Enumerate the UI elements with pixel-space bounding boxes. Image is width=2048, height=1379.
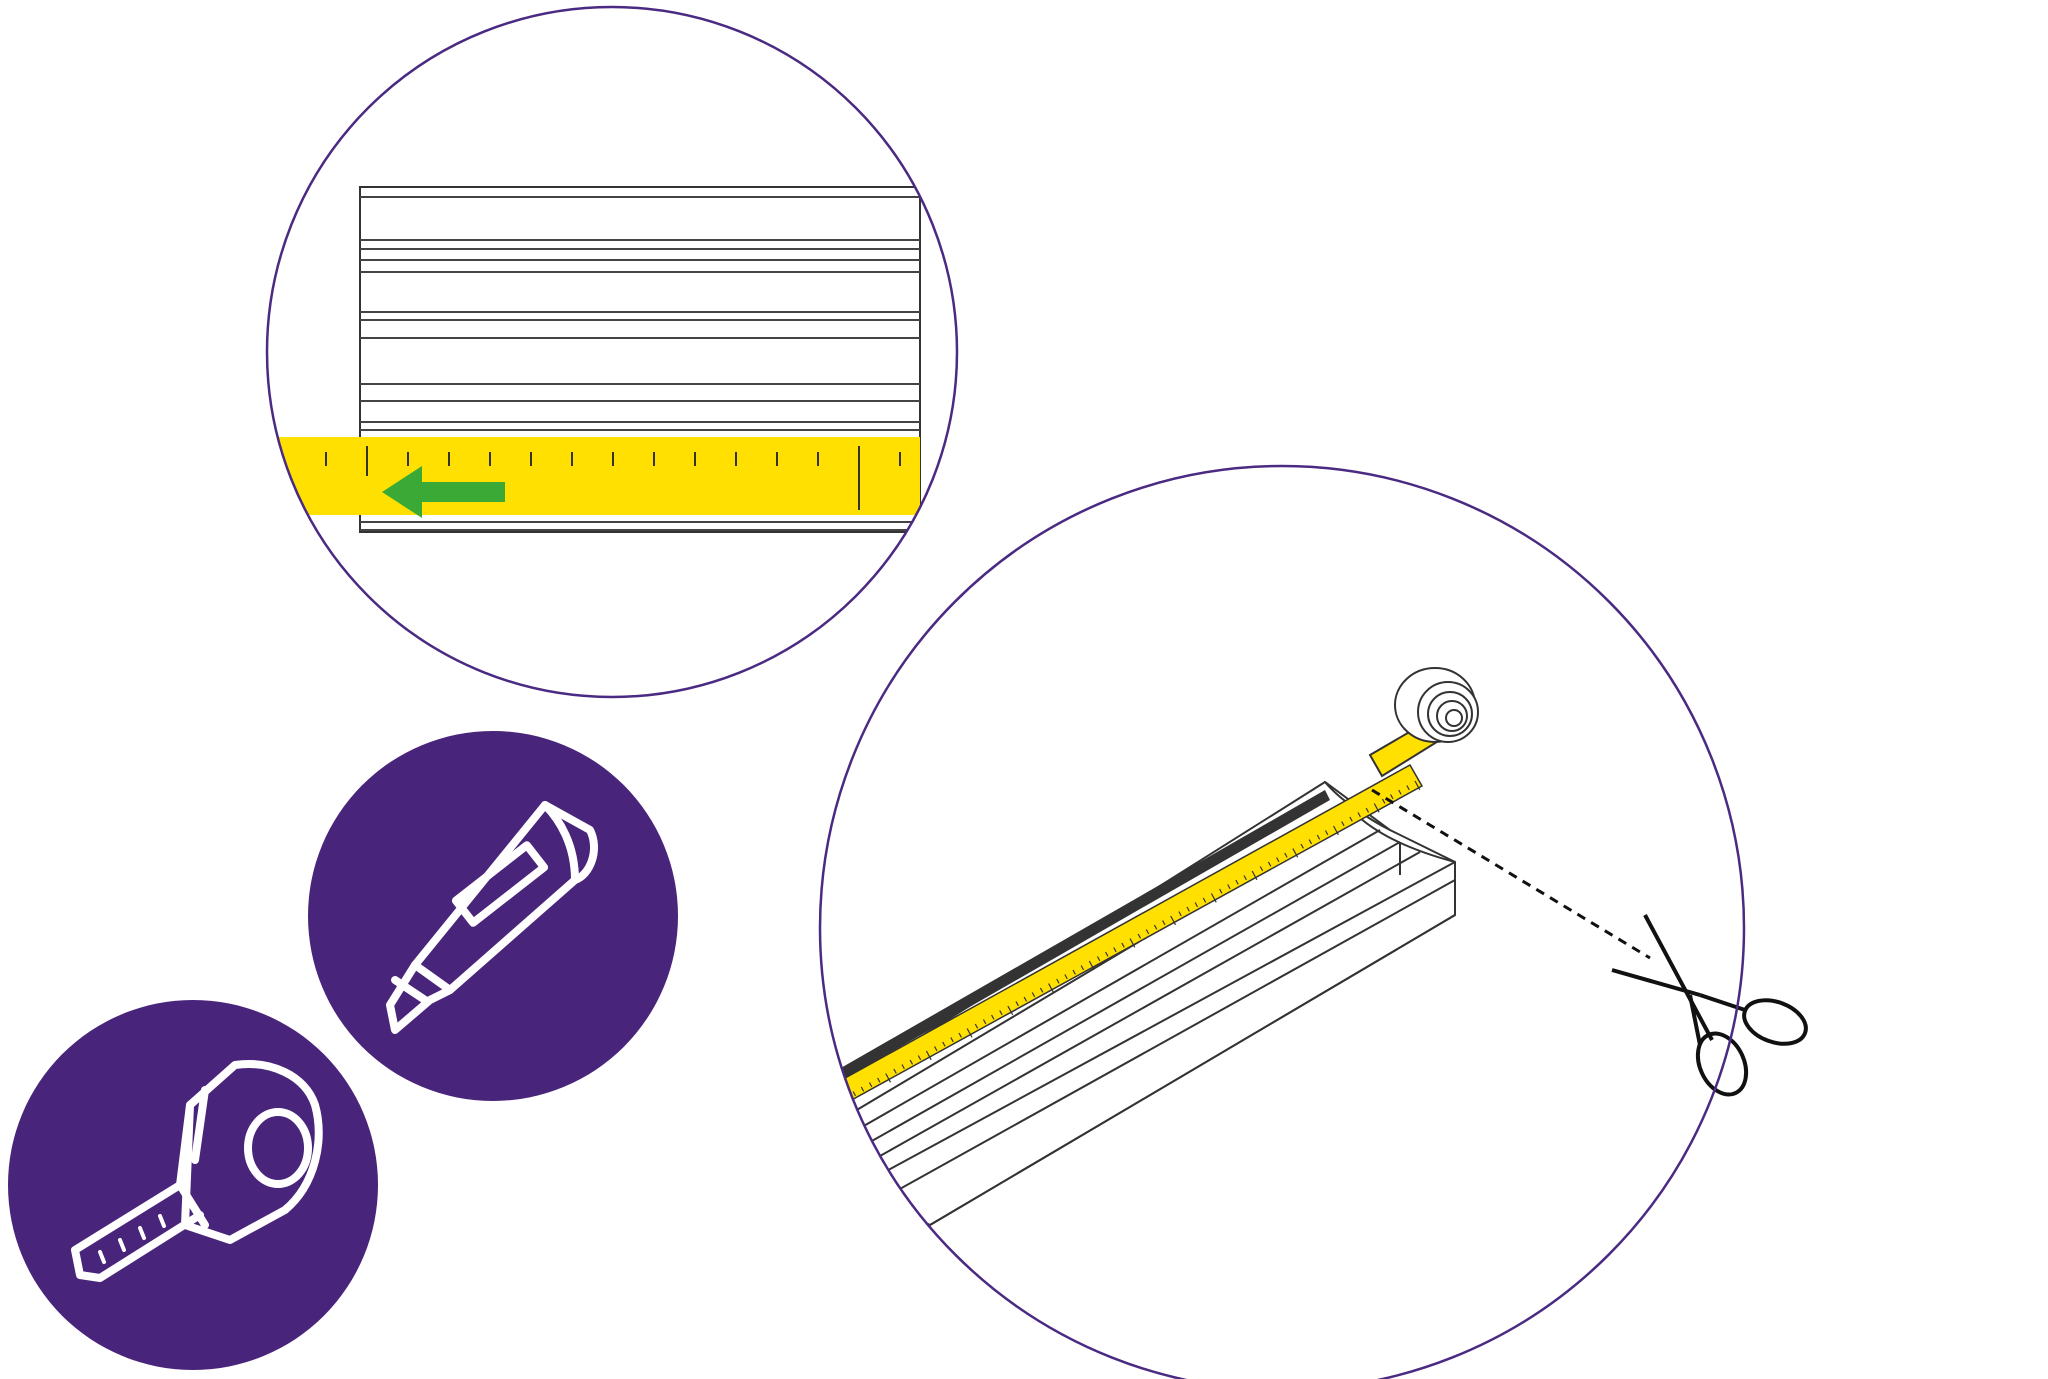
cut-line-dashed <box>1371 788 1651 960</box>
cut-detail-panel <box>818 464 1808 1379</box>
tape-tick <box>1105 951 1109 957</box>
top-detail-panel <box>265 5 959 699</box>
tape-tick <box>1316 834 1321 840</box>
tape-tick <box>1251 870 1258 881</box>
tape-tick <box>991 1014 995 1020</box>
tape-tick <box>1210 893 1217 903</box>
tape-tick <box>1300 843 1304 849</box>
tape-roll-icon <box>1368 667 1479 778</box>
tape-tick <box>1381 798 1386 804</box>
tape-tick <box>1365 807 1370 813</box>
tape-tick <box>1031 992 1036 998</box>
measuring-tape-strip <box>270 437 920 515</box>
tape-tick <box>1186 906 1190 912</box>
tape-tick <box>1048 983 1054 993</box>
tape-tick <box>1096 956 1101 962</box>
tape-tick <box>1235 879 1239 885</box>
tape-tick <box>1194 902 1199 908</box>
tape-tick <box>1227 884 1231 890</box>
tape-tick <box>1039 987 1044 993</box>
tape-tick <box>982 1019 987 1025</box>
profile-rail-perspective <box>820 780 1456 1227</box>
profile-rail-front <box>270 186 921 533</box>
tape-tick <box>1390 794 1394 800</box>
tape-tick <box>1080 965 1085 971</box>
tape-tick <box>909 1059 914 1065</box>
tape-tick <box>1137 933 1142 939</box>
tape-tick <box>1219 888 1223 894</box>
tape-tick <box>1414 780 1421 791</box>
tape-tick <box>860 1086 865 1092</box>
tape-tick <box>1243 875 1247 881</box>
tape-tick <box>1341 821 1345 827</box>
tape-tick <box>974 1023 979 1029</box>
tape-tick <box>1088 960 1095 971</box>
tape-tick <box>925 1050 932 1061</box>
tape-tick <box>1113 947 1117 953</box>
top-detail-circle-outline <box>265 5 959 699</box>
tape-tick <box>1007 1005 1014 1016</box>
tape-tick <box>901 1064 905 1070</box>
tape-tick <box>852 1091 857 1097</box>
tape-tick <box>844 1095 851 1106</box>
scissors-icon <box>1611 914 1808 1097</box>
cut-detail-circle-outline <box>818 464 1746 1379</box>
tape-tick <box>1349 816 1353 822</box>
tape-tick <box>950 1037 954 1043</box>
tape-tick <box>966 1028 973 1038</box>
tape-tick <box>942 1041 946 1047</box>
tape-tick <box>917 1055 922 1061</box>
utility-knife-icon <box>386 801 598 1034</box>
tape-tick <box>1292 848 1299 858</box>
tape-tick <box>885 1073 892 1083</box>
tape-tick <box>958 1032 962 1038</box>
tape-tick <box>1023 996 1028 1002</box>
tape-tick <box>1308 839 1313 845</box>
tape-tick <box>1015 1001 1019 1007</box>
tape-tick <box>1398 789 1402 795</box>
tape-tick <box>999 1010 1003 1016</box>
tape-tick <box>1178 911 1182 917</box>
tape-tick <box>1064 974 1068 980</box>
tape-measure-icon <box>71 1060 323 1282</box>
tape-tick <box>868 1082 873 1088</box>
tape-tick <box>1267 861 1272 867</box>
tape-tick <box>1202 897 1207 903</box>
tape-tick <box>1357 812 1361 818</box>
tape-tick <box>1129 938 1136 948</box>
tape-tick <box>1153 924 1158 930</box>
utility-knife-badge <box>308 731 678 1101</box>
tape-tick <box>1333 825 1339 836</box>
tape-tick <box>1259 866 1264 872</box>
tape-tick <box>1072 969 1076 975</box>
tape-tick <box>1373 803 1380 813</box>
tape-tick <box>1324 830 1329 836</box>
arrow-left-icon <box>382 466 505 518</box>
tape-tick <box>1056 978 1060 984</box>
tape-tick <box>1145 929 1150 935</box>
tape-measure-badge <box>8 1000 378 1370</box>
tape-tick <box>1406 785 1410 791</box>
tape-tick <box>1162 920 1166 926</box>
tape-tick <box>893 1068 897 1074</box>
tape-tick <box>1284 852 1288 858</box>
tape-tick <box>1276 857 1280 863</box>
tape-tick <box>1170 915 1177 926</box>
tape-tick <box>877 1077 881 1083</box>
tape-tick <box>1121 942 1125 948</box>
tape-tick <box>934 1046 938 1052</box>
